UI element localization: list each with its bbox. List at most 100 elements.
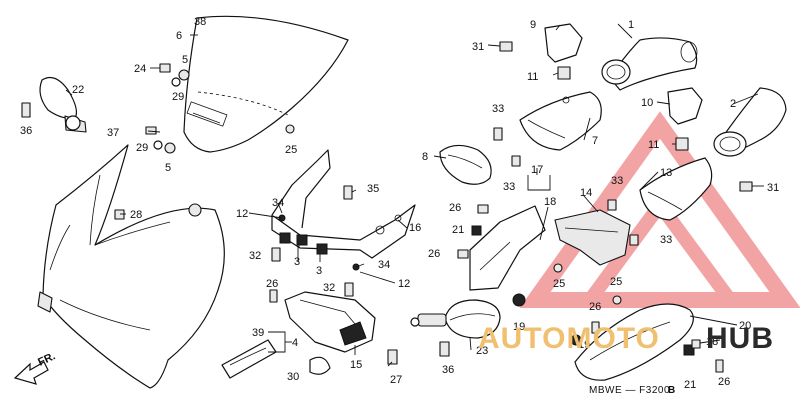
callout-34b: 34	[378, 259, 390, 271]
watermark-word-right: HUB	[706, 322, 774, 355]
callout-6: 6	[176, 30, 182, 42]
callout-21a: 21	[452, 224, 464, 236]
callout-5b: 5	[165, 162, 171, 174]
callout-33c: 33	[611, 175, 623, 187]
emblem-part	[221, 339, 277, 379]
upper-cowl-part	[37, 144, 225, 389]
cowl-stay-part	[271, 149, 416, 259]
footer-suffix: B	[668, 385, 676, 396]
callout-1: 1	[628, 19, 634, 31]
callout-37: 37	[107, 127, 119, 139]
grommet-11a	[557, 66, 571, 80]
nut-19b	[570, 334, 582, 346]
callout-33a: 33	[492, 103, 504, 115]
callout-19a: 19	[513, 321, 525, 333]
bolt-24	[159, 63, 171, 73]
lower-panel-part	[574, 303, 694, 381]
bolt-26d	[591, 321, 600, 334]
nut-5b	[164, 142, 176, 154]
inner-cowl-left-part	[469, 205, 546, 291]
callout-30: 30	[287, 371, 299, 383]
callout-23: 23	[476, 345, 488, 357]
callout-18b: 18	[706, 336, 718, 348]
windscreen-part	[183, 15, 349, 153]
bolt-33c	[607, 199, 617, 211]
callout-13: 13	[660, 167, 672, 179]
callout-21b: 21	[684, 379, 696, 391]
callout-27: 27	[390, 374, 402, 386]
callout-3b: 3	[316, 265, 322, 277]
callout-17: 17	[531, 164, 543, 176]
callout-3a: 3	[294, 256, 300, 268]
inner-panel-part	[284, 291, 376, 353]
callout-10: 10	[641, 97, 653, 109]
bolt-26a	[269, 289, 278, 303]
nut-25c	[612, 295, 622, 305]
bolt-33a	[493, 127, 503, 141]
diagram-footer: MBWE — F3200 B	[589, 385, 676, 396]
callout-11a: 11	[527, 71, 538, 83]
turn-signal-part	[39, 77, 87, 133]
bolt-36b	[439, 341, 450, 357]
side-cowl-part	[554, 209, 631, 266]
callout-26c: 26	[428, 248, 440, 260]
bolt-26c	[457, 249, 469, 259]
callout-25a: 25	[285, 144, 297, 156]
nut-29a	[171, 77, 181, 87]
bolt-35	[343, 185, 353, 200]
inner-duct-right-part	[639, 157, 713, 221]
callout-31a: 31	[472, 41, 484, 53]
nut-21a	[471, 225, 482, 236]
grommet-3b	[296, 234, 308, 246]
callout-4: 4	[292, 337, 298, 349]
callout-32a: 32	[249, 250, 261, 262]
nut-19a	[512, 293, 526, 307]
hardware-group	[21, 41, 753, 375]
bolt-32a	[271, 247, 281, 262]
callout-labels: 1 2 3 3 3 4 5 5 6 7 8 9 10 11 11 12 12 1…	[20, 16, 779, 391]
watermark-word-left: AUTOMOTO	[478, 322, 660, 355]
grommet-11b	[675, 137, 689, 151]
callout-26d: 26	[589, 301, 601, 313]
footer-code: MBWE — F3200	[589, 385, 670, 396]
callout-26b: 26	[449, 202, 461, 214]
callout-25b: 25	[553, 278, 565, 290]
bolt-31b	[739, 181, 753, 192]
callout-32b: 32	[323, 282, 335, 294]
bolt-26b	[477, 204, 489, 214]
bolt-25a	[285, 124, 295, 134]
callout-7: 7	[592, 135, 598, 147]
cover-part-9	[544, 23, 583, 63]
callout-20: 20	[739, 320, 751, 332]
bolt-18b	[691, 339, 701, 349]
headlight-cover-part	[439, 144, 492, 185]
callout-39: 39	[252, 327, 264, 339]
callout-29a: 29	[172, 91, 184, 103]
bolt-36a	[21, 102, 31, 118]
callout-29b: 29	[136, 142, 148, 154]
bolt-37	[145, 126, 157, 135]
mirror-part	[410, 299, 501, 339]
nut-21b	[683, 344, 695, 356]
callout-18a: 18	[544, 196, 556, 208]
callout-11b: 11	[648, 139, 659, 151]
callout-31b: 31	[767, 182, 779, 194]
bolt-33b	[511, 155, 521, 167]
grommet-3a	[279, 232, 291, 244]
callout-28: 28	[130, 209, 142, 221]
callout-12a: 12	[236, 208, 248, 220]
callout-22: 22	[72, 84, 84, 96]
callout-26e: 26	[718, 376, 730, 388]
callout-9: 9	[530, 19, 536, 31]
callout-35: 35	[367, 183, 379, 195]
callout-38: 38	[194, 16, 206, 28]
bolt-26e	[715, 359, 724, 373]
nut-5a	[178, 69, 190, 81]
callout-26a: 26	[266, 278, 278, 290]
callout-36a: 36	[20, 125, 32, 137]
callout-25c: 25	[610, 276, 622, 288]
bolt-33d	[629, 234, 639, 246]
clip-28	[114, 209, 125, 220]
callout-14: 14	[580, 187, 592, 199]
